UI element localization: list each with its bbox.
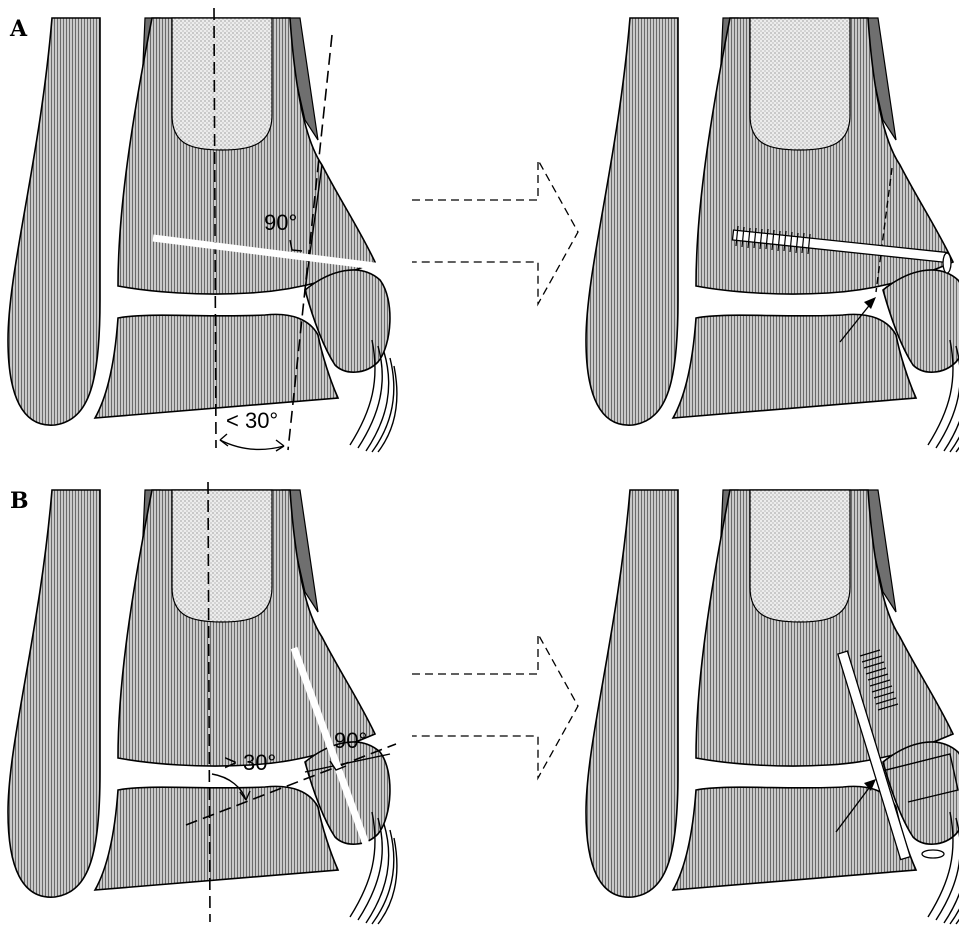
panel-a-postop-illustration <box>586 18 959 452</box>
angle-label-b: > 30° <box>224 750 276 775</box>
panel-letter-b: B <box>10 488 29 514</box>
angle-label-a: < 30° <box>226 408 278 433</box>
panel-b-preop-illustration: 90° > 30° <box>8 482 397 924</box>
right-angle-label-a: 90° <box>264 210 297 235</box>
transition-arrow-a <box>412 160 578 304</box>
right-angle-label-b: 90° <box>334 728 367 753</box>
panel-b-postop-illustration <box>586 490 959 924</box>
panel-a: A 90° < 30° <box>8 8 959 452</box>
transition-arrow-b <box>412 634 578 778</box>
panel-letter-a: A <box>9 16 28 42</box>
panel-b: B 90° > 30° <box>8 482 959 924</box>
angle-arc-a <box>220 440 284 449</box>
panel-a-preop-illustration: 90° < 30° <box>8 8 397 452</box>
